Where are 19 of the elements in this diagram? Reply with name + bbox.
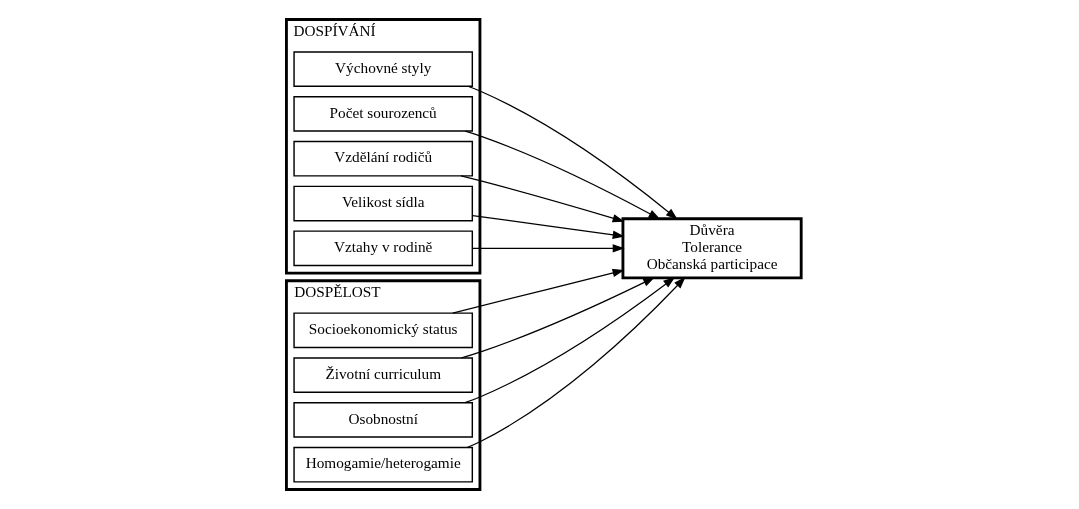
arrow	[471, 215, 625, 239]
arrow	[464, 130, 661, 220]
arrow	[465, 276, 686, 449]
node-box: Velikost sídla	[292, 185, 473, 222]
arrow	[460, 175, 625, 223]
node-box: Socioekonomický status	[292, 312, 473, 349]
node-box: Vztahy v rodině	[292, 230, 473, 267]
arrow	[466, 85, 678, 220]
arrow	[460, 277, 655, 359]
node-box: Osobnostní	[292, 402, 473, 438]
node-box: Životní curriculum	[292, 357, 473, 393]
node-box: Homogamie/heterogamie	[292, 446, 473, 483]
node-box: Důvěra Tolerance Občanská participace	[621, 217, 803, 280]
arrow	[451, 268, 625, 314]
arrow	[471, 244, 625, 253]
node-box: Počet sourozenců	[292, 96, 473, 132]
arrow	[463, 276, 675, 404]
node-box: Výchovné styly	[292, 51, 473, 87]
node-box: Vzdělání rodičů	[292, 140, 473, 177]
